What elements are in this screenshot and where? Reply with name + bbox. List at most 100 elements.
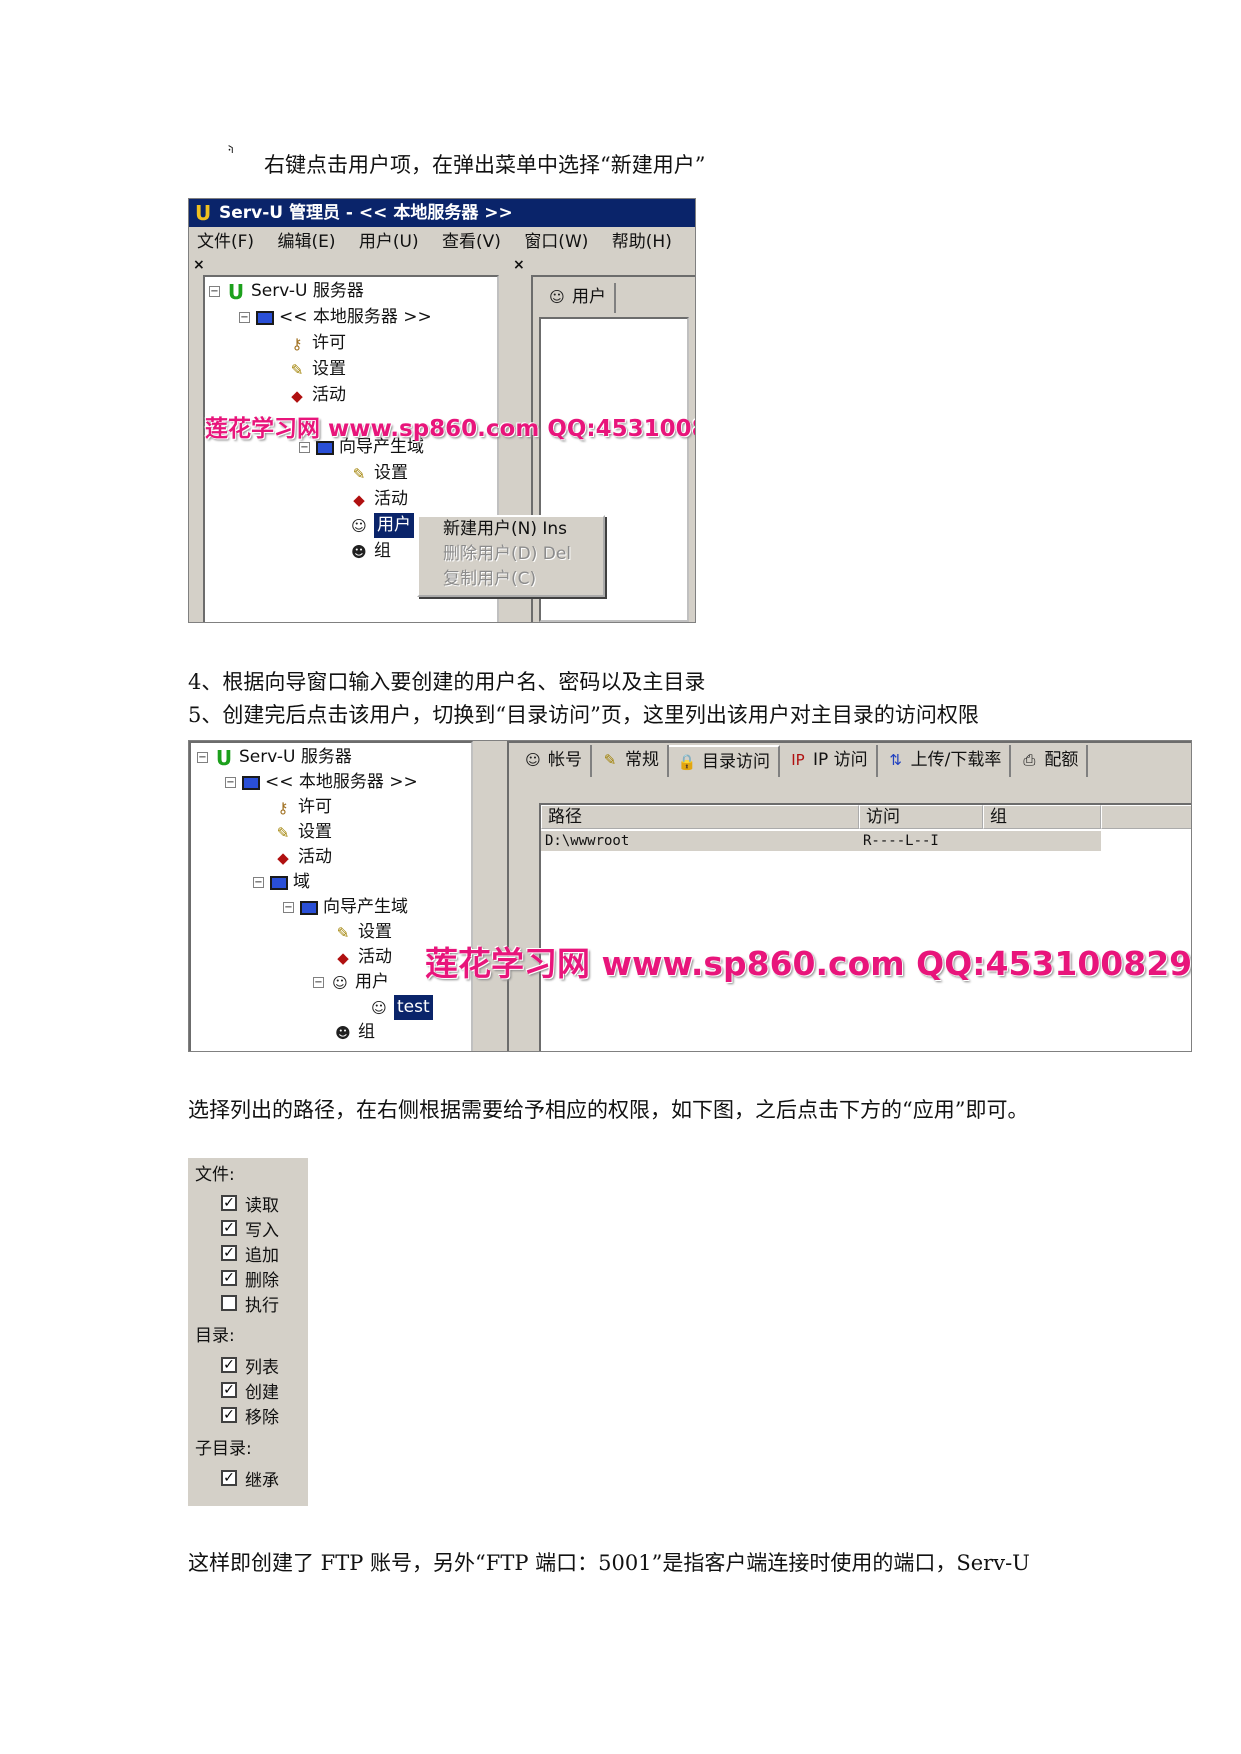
tree-node-domain-activity[interactable]: ◆活动	[333, 945, 392, 970]
transfer-icon: ⇅	[889, 751, 902, 769]
activity-icon: ◆	[277, 848, 289, 867]
tree-node-local-server[interactable]: −<< 本地服务器 >>	[225, 770, 418, 795]
tree-label: 活动	[312, 385, 346, 405]
tree-node-domain-settings[interactable]: ✎设置	[349, 461, 408, 486]
users-icon: ☺	[351, 516, 367, 535]
checkbox-list[interactable]: ✓列表	[221, 1354, 279, 1378]
menu-file[interactable]: 文件(F)	[197, 232, 255, 252]
screenshot-serv-u-context-menu: U Serv-U 管理员 - << 本地服务器 >> 文件(F) 编辑(E) 用…	[188, 198, 696, 623]
files-group-label: 文件:	[195, 1165, 235, 1185]
tree-node-local-server[interactable]: − << 本地服务器 >>	[239, 305, 432, 330]
checkbox-box[interactable]: ✓	[221, 1270, 237, 1286]
tab-label: IP 访问	[813, 750, 868, 770]
checkbox-delete[interactable]: ✓删除	[221, 1267, 279, 1291]
checkbox-box[interactable]: ✓	[221, 1245, 237, 1261]
tree-node-license[interactable]: ⚷ 许可	[273, 795, 333, 820]
window-titlebar: U Serv-U 管理员 - << 本地服务器 >>	[189, 199, 695, 227]
dirs-group-label: 目录:	[195, 1326, 235, 1346]
property-tabs: ☺帐号 ✎常规 🔒目录访问 IP IP 访问 ⇅上传/下载率 ⎙配额	[515, 745, 1089, 777]
activity-icon: ◆	[291, 386, 303, 405]
checkbox-read[interactable]: ✓读取	[221, 1192, 279, 1216]
checkbox-box[interactable]: ✓	[221, 1470, 237, 1486]
tree-label: 组	[374, 541, 391, 561]
tree-node-activity[interactable]: ◆活动	[273, 845, 332, 870]
checkbox-box[interactable]: ✓	[221, 1382, 237, 1398]
collapse-icon[interactable]: −	[225, 777, 236, 788]
collapse-icon[interactable]: −	[197, 752, 208, 763]
tab-account[interactable]: ☺帐号	[515, 745, 592, 777]
collapse-icon[interactable]: −	[209, 286, 220, 297]
column-header-group[interactable]: 组	[983, 805, 1101, 829]
tree-node-domain-activity[interactable]: ◆活动	[349, 487, 408, 512]
checkbox-box[interactable]: ✓	[221, 1195, 237, 1211]
collapse-icon[interactable]: −	[299, 442, 310, 453]
tree-node-users[interactable]: ☺用户	[349, 513, 414, 538]
computer-icon	[316, 440, 334, 455]
menu-view[interactable]: 查看(V)	[442, 232, 501, 252]
collapse-icon[interactable]: −	[283, 902, 294, 913]
paragraph-right-click: 右键点击用户项，在弹出菜单中选择“新建用户”	[264, 153, 706, 177]
tab-transfer-rate[interactable]: ⇅上传/下载率	[878, 745, 1012, 777]
tree-node-settings[interactable]: ✎设置	[273, 820, 332, 845]
key-icon: ⚷	[277, 798, 289, 817]
tree-node-activity[interactable]: ◆ 活动	[287, 383, 346, 408]
menu-user[interactable]: 用户(U)	[358, 232, 419, 252]
serv-u-icon: U	[215, 745, 233, 770]
context-item-copy-user[interactable]: 复制用户(C)	[443, 569, 537, 589]
ip-icon: IP	[791, 751, 805, 769]
checkbox-create[interactable]: ✓创建	[221, 1379, 279, 1403]
context-item-new-user[interactable]: 新建用户(N) Ins	[443, 519, 568, 539]
tree-node-domains[interactable]: −域	[253, 870, 310, 895]
checkbox-inherit[interactable]: ✓继承	[221, 1467, 279, 1491]
tree-node-wizard-domain[interactable]: −向导产生域	[283, 895, 408, 920]
table-row[interactable]: D:\wwwroot R----L--I	[541, 831, 1101, 851]
checkbox-box[interactable]: ✓	[221, 1407, 237, 1423]
checkbox-append[interactable]: ✓追加	[221, 1242, 279, 1266]
tree-label-selected: test	[394, 995, 433, 1020]
tree-node-users[interactable]: −☺用户	[313, 970, 389, 995]
column-header-path[interactable]: 路径	[541, 805, 859, 829]
column-header-access[interactable]: 访问	[859, 805, 983, 829]
row-path: D:\wwwroot	[545, 833, 630, 849]
user-icon: ☺	[549, 288, 565, 306]
settings-icon: ✎	[336, 923, 350, 942]
checkbox-execute[interactable]: 执行	[221, 1292, 279, 1316]
collapse-icon[interactable]: −	[253, 877, 264, 888]
tab-ip-access[interactable]: IP IP 访问	[780, 745, 878, 777]
right-pane-close-icon[interactable]: ×	[513, 257, 525, 273]
context-item-delete-user[interactable]: 删除用户(D) Del	[443, 544, 572, 564]
tree-label: 许可	[298, 797, 332, 817]
checkbox-box[interactable]: ✓	[221, 1220, 237, 1236]
tab-label: 目录访问	[702, 752, 770, 772]
menu-window[interactable]: 窗口(W)	[524, 232, 589, 252]
tree-node-domain-settings[interactable]: ✎设置	[333, 920, 392, 945]
checkbox-remove[interactable]: ✓移除	[221, 1404, 279, 1428]
tree-node-user-test[interactable]: ☺test	[369, 995, 433, 1020]
quota-icon: ⎙	[1023, 751, 1036, 769]
tab-quota[interactable]: ⎙配额	[1011, 745, 1089, 777]
tree-label: << 本地服务器 >>	[279, 307, 432, 327]
checkbox-box-unchecked[interactable]	[221, 1295, 237, 1311]
tree-node-wizard-domain[interactable]: −向导产生域	[299, 435, 424, 460]
tree-node-license[interactable]: ⚷许可	[287, 331, 347, 356]
collapse-icon[interactable]: −	[239, 312, 250, 323]
menu-help[interactable]: 帮助(H)	[611, 232, 672, 252]
menu-edit[interactable]: 编辑(E)	[277, 232, 336, 252]
collapse-icon[interactable]: −	[313, 977, 324, 988]
tree-node-settings[interactable]: ✎设置	[287, 357, 346, 382]
tree-node-groups[interactable]: ☻组	[349, 539, 391, 564]
tree-node-groups[interactable]: ☻组	[333, 1020, 375, 1045]
right-pane-tab-users[interactable]: ☺用户	[539, 283, 616, 313]
tab-general[interactable]: ✎常规	[592, 745, 669, 777]
tab-directory-access[interactable]: 🔒目录访问	[669, 745, 780, 777]
checkbox-box[interactable]: ✓	[221, 1357, 237, 1373]
menu-bar: 文件(F) 编辑(E) 用户(U) 查看(V) 窗口(W) 帮助(H)	[189, 227, 695, 257]
checkbox-write[interactable]: ✓写入	[221, 1217, 279, 1241]
tab-label: 帐号	[548, 750, 582, 770]
left-pane-close-icon[interactable]: ×	[193, 257, 205, 273]
key-icon: ⚷	[291, 334, 303, 353]
context-menu: 新建用户(N) Ins 删除用户(D) Del 复制用户(C)	[417, 515, 605, 597]
